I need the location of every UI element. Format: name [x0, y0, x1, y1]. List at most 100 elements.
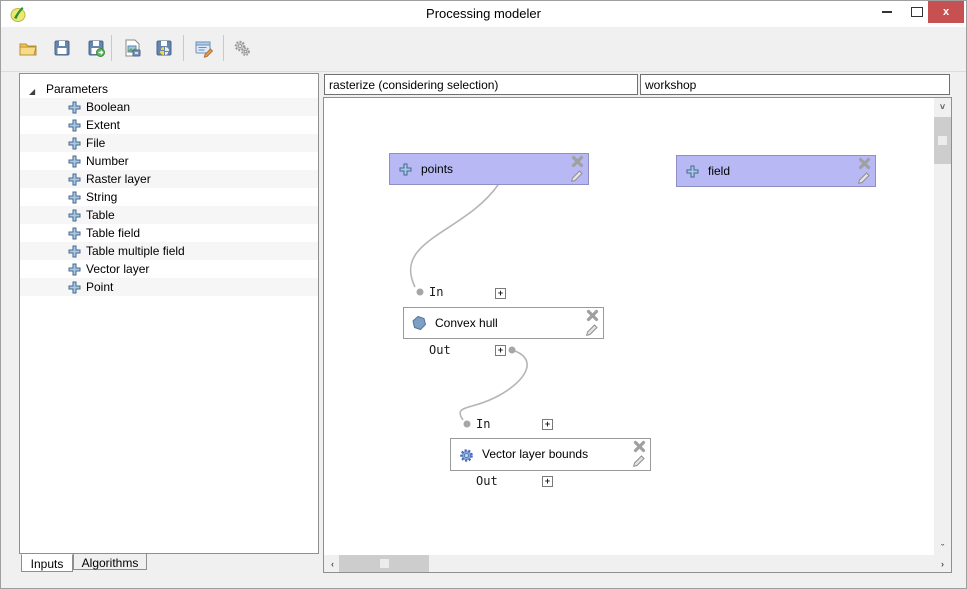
tree-item-label: Extent [86, 118, 121, 132]
delete-node-icon[interactable] [633, 440, 646, 453]
tree-item-table-field[interactable]: Table field [20, 224, 318, 242]
save-model-icon [54, 40, 70, 56]
tree-item-label: String [86, 190, 118, 204]
tree-item-label: Table [86, 208, 115, 222]
save-model-as-icon [88, 40, 105, 57]
tree-item-parameters[interactable]: ◢ Parameters [20, 80, 318, 98]
tree-root-label: Parameters [46, 82, 109, 96]
add-parameter-icon [68, 263, 81, 276]
tree-item-label: Point [86, 280, 114, 294]
toolbar-separator [111, 35, 112, 61]
horizontal-scrollbar[interactable]: ‹ › [324, 555, 951, 572]
convex-hull-in-label: In [429, 285, 444, 299]
save-model-button[interactable] [49, 35, 75, 61]
toolbar-separator [223, 35, 224, 61]
algorithm-gear-icon [460, 449, 473, 462]
vertical-scroll-thumb[interactable] [934, 117, 951, 164]
tree-item-label: File [86, 136, 106, 150]
edit-model-help-button[interactable] [191, 35, 217, 61]
tree-item-vector-layer[interactable]: Vector layer [20, 260, 318, 278]
inputs-tree-panel: ◢ Parameters Boolean Extent File Number … [19, 73, 319, 554]
tree-item-label: Table multiple field [86, 244, 185, 258]
add-parameter-icon [68, 155, 81, 168]
save-model-as-button[interactable] [83, 35, 109, 61]
add-parameter-icon [68, 173, 81, 186]
close-button[interactable]: x [928, 1, 964, 23]
vector-bounds-in-label: In [476, 417, 491, 431]
input-plus-icon [686, 165, 699, 178]
tree-item-raster-layer[interactable]: Raster layer [20, 170, 318, 188]
tree-item-point[interactable]: Point [20, 278, 318, 296]
minimize-button[interactable] [872, 1, 902, 23]
tree-item-file[interactable]: File [20, 134, 318, 152]
maximize-button[interactable] [902, 1, 932, 23]
export-as-python-icon [156, 40, 172, 56]
tree-item-string[interactable]: String [20, 188, 318, 206]
minimize-icon [882, 11, 892, 13]
tree-item-table-multiple-field[interactable]: Table multiple field [20, 242, 318, 260]
vector-bounds-in-expander[interactable]: + [542, 419, 553, 430]
tree-item-label: Number [86, 154, 129, 168]
scroll-up-arrow[interactable]: ˅ [939, 101, 946, 112]
vector-bounds-out-label: Out [476, 474, 498, 488]
tab-inputs[interactable]: Inputs [21, 554, 73, 572]
window-title: Processing modeler [426, 6, 541, 21]
model-canvas[interactable]: points field In + Convex hull [323, 97, 952, 573]
tree-item-label: Vector layer [86, 262, 150, 276]
open-model-icon [19, 43, 37, 56]
expand-triangle-icon[interactable]: ◢ [29, 87, 36, 96]
edit-model-help-icon [195, 41, 214, 58]
input-node-points[interactable]: points [389, 153, 589, 185]
add-parameter-icon [68, 119, 81, 132]
tree-item-label: Boolean [86, 100, 131, 114]
model-name-input[interactable] [324, 74, 638, 95]
node-label: points [421, 162, 454, 176]
edit-node-icon[interactable] [632, 454, 646, 468]
add-parameter-icon [68, 227, 81, 240]
model-group-input[interactable] [640, 74, 950, 95]
vector-bounds-out-expander[interactable]: + [542, 476, 553, 487]
tree-item-boolean[interactable]: Boolean [20, 98, 318, 116]
add-parameter-icon [68, 137, 81, 150]
vertical-scrollbar[interactable]: ˅ ˇ [934, 98, 951, 556]
export-as-image-button[interactable] [119, 35, 145, 61]
input-node-field[interactable]: field [676, 155, 876, 187]
delete-node-icon[interactable] [858, 157, 871, 170]
open-model-button[interactable] [15, 35, 41, 61]
title-bar: Processing modeler x [1, 1, 966, 27]
edit-node-icon[interactable] [570, 169, 584, 183]
tree-item-number[interactable]: Number [20, 152, 318, 170]
add-parameter-icon [68, 281, 81, 294]
node-label: Convex hull [435, 316, 498, 330]
add-parameter-icon [68, 101, 81, 114]
tree-item-label: Table field [86, 226, 141, 240]
algorithm-node-vector-layer-bounds[interactable]: Vector layer bounds [450, 438, 651, 471]
qgis-logo-icon [10, 7, 26, 22]
add-parameter-icon [68, 245, 81, 258]
edit-node-icon[interactable] [857, 171, 871, 185]
delete-node-icon[interactable] [571, 155, 584, 168]
algorithm-node-convex-hull[interactable]: Convex hull [403, 307, 604, 339]
edit-node-icon[interactable] [585, 323, 599, 337]
run-model-button[interactable] [229, 35, 255, 61]
export-as-image-icon [125, 39, 141, 57]
node-label: field [708, 164, 731, 178]
convex-hull-in-expander[interactable]: + [495, 288, 506, 299]
run-model-icon [234, 40, 250, 56]
toolbar-separator [183, 35, 184, 61]
convex-hull-out-expander[interactable]: + [495, 345, 506, 356]
tree-item-table[interactable]: Table [20, 206, 318, 224]
convex-hull-icon [412, 315, 427, 331]
scroll-right-arrow[interactable]: › [941, 558, 944, 569]
modeler-toolbar [1, 27, 966, 72]
export-as-python-button[interactable] [151, 35, 177, 61]
tree-item-extent[interactable]: Extent [20, 116, 318, 134]
scroll-left-arrow[interactable]: ‹ [331, 558, 334, 569]
scroll-down-arrow[interactable]: ˇ [941, 542, 944, 553]
node-label: Vector layer bounds [482, 447, 589, 461]
input-plus-icon [399, 163, 412, 176]
horizontal-scroll-thumb[interactable] [339, 555, 429, 572]
tab-algorithms[interactable]: Algorithms [73, 554, 147, 570]
delete-node-icon[interactable] [586, 309, 599, 322]
